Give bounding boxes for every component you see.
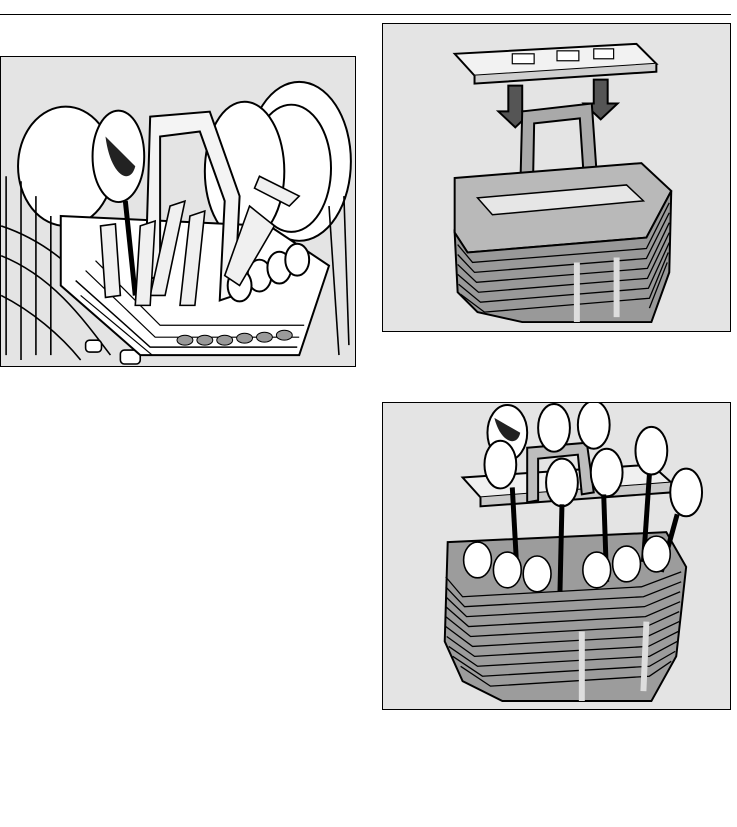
loaded-basket-illustration xyxy=(383,403,730,709)
dish-rack-illustration xyxy=(1,57,355,366)
figure-basket-in-rack xyxy=(0,56,356,367)
top-rule xyxy=(0,14,731,15)
grid-insertion-illustration xyxy=(383,24,730,331)
figure-grid-insertion xyxy=(382,23,731,332)
cutlery-basket-icon xyxy=(455,163,672,322)
cutlery-grid-icon xyxy=(455,44,657,84)
figure-loaded-basket xyxy=(382,402,731,710)
